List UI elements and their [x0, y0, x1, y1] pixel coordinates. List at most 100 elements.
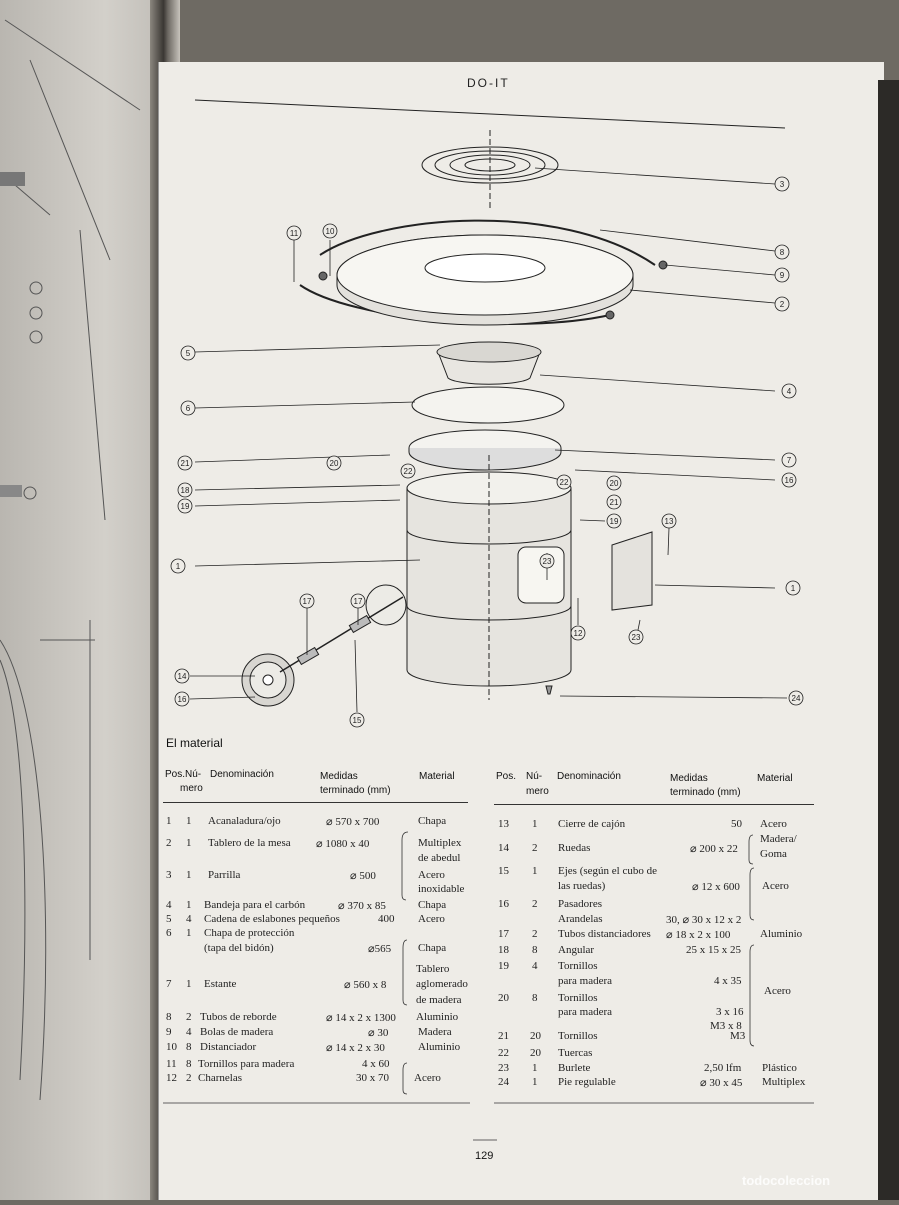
svg-text:8: 8: [780, 248, 785, 257]
svg-text:15: 15: [353, 716, 362, 725]
svg-text:3: 3: [780, 180, 785, 189]
watermark-logo: todocoleccion: [742, 1173, 831, 1188]
right-header-material: Material: [757, 773, 793, 784]
svg-text:21: 21: [181, 459, 190, 468]
adjustable-foot-part: [545, 685, 553, 695]
svg-text:22: 22: [560, 478, 569, 487]
callout-16b: [174, 691, 190, 707]
right-header-medidas2: terminado (mm): [670, 787, 741, 798]
left-header-medidas: Medidas: [320, 771, 358, 782]
table-top-part: [318, 234, 668, 326]
callout-19b: [606, 513, 622, 529]
svg-text:5: 5: [186, 349, 191, 358]
callout-18: [177, 482, 193, 498]
callout-16: [781, 472, 797, 488]
svg-text:4: 4: [787, 387, 792, 396]
callout-14: [174, 668, 190, 684]
grill-part: [421, 130, 559, 210]
callout-4: [781, 383, 797, 399]
callout-19a: [177, 498, 193, 514]
svg-text:16: 16: [178, 695, 187, 704]
callout-17a: [299, 593, 315, 609]
callout-markers: [170, 176, 804, 728]
callout-21b: [606, 494, 622, 510]
svg-text:11: 11: [290, 229, 299, 238]
materials-section-title: El material: [166, 736, 223, 750]
svg-text:10: 10: [326, 227, 335, 236]
callout-7: [781, 452, 797, 468]
leader-lines: [189, 167, 788, 713]
callout-22a: [400, 463, 416, 479]
wheel-part: [241, 584, 407, 707]
svg-text:16: 16: [785, 476, 794, 485]
right-header-medidas: Medidas: [670, 773, 708, 784]
callout-2: [774, 296, 790, 312]
callout-21a: [177, 455, 193, 471]
page-number: 129: [475, 1150, 494, 1162]
callout-20a: [326, 455, 342, 471]
callout-1a: [170, 558, 186, 574]
callout-5: [180, 345, 196, 361]
callout-labels: 3 8 9 2 11 10 5 4 6 7 16 20 22 21 18 19 …: [176, 180, 801, 725]
right-header-num2: mero: [526, 786, 549, 797]
svg-text:22: 22: [404, 467, 413, 476]
svg-text:2: 2: [780, 300, 785, 309]
left-header-denominacion: Denominación: [210, 769, 274, 780]
svg-text:20: 20: [330, 459, 339, 468]
svg-text:12: 12: [574, 629, 583, 638]
svg-text:9: 9: [780, 271, 785, 280]
svg-text:17: 17: [303, 597, 312, 606]
protection-disc-part: [411, 386, 565, 424]
right-header-num: Nú-: [526, 771, 543, 782]
callout-8: [774, 244, 790, 260]
svg-text:1: 1: [791, 584, 796, 593]
svg-text:19: 19: [610, 517, 619, 526]
svg-text:23: 23: [632, 633, 641, 642]
previous-page-drawing: [0, 19, 141, 1101]
callout-3: [774, 176, 790, 192]
svg-text:7: 7: [787, 456, 792, 465]
right-header-rule: [494, 804, 814, 805]
svg-text:21: 21: [610, 498, 619, 507]
left-header-num2: mero: [180, 783, 203, 794]
previous-page: [0, 0, 175, 1200]
left-header-num: Nú-: [185, 769, 202, 780]
svg-text:24: 24: [792, 694, 801, 703]
left-header-medidas2: terminado (mm): [320, 785, 391, 796]
svg-text:18: 18: [181, 486, 190, 495]
callout-24: [788, 690, 804, 706]
left-header-pos: Pos.: [165, 769, 186, 780]
svg-text:23: 23: [543, 557, 552, 566]
right-header-pos: Pos.: [496, 771, 517, 782]
callout-22b: [556, 474, 572, 490]
callout-9: [774, 267, 790, 283]
right-header-denominacion: Denominación: [557, 771, 621, 782]
svg-text:20: 20: [610, 479, 619, 488]
callout-20b: [606, 475, 622, 491]
book-cover-edge: [878, 80, 899, 1200]
left-header-rule: [163, 802, 468, 803]
callout-13: [661, 513, 677, 529]
callout-23a: [539, 553, 555, 569]
callout-15: [349, 712, 365, 728]
callout-23b: [628, 629, 644, 645]
svg-text:19: 19: [181, 502, 190, 511]
svg-text:14: 14: [178, 672, 187, 681]
callout-6: [180, 400, 196, 416]
callout-10: [322, 223, 338, 239]
drawer-door-part: [611, 531, 653, 611]
charcoal-tray-part: [436, 341, 542, 385]
svg-text:6: 6: [186, 404, 191, 413]
svg-text:17: 17: [354, 597, 363, 606]
drum-body-part: [406, 455, 572, 700]
svg-text:1: 1: [176, 562, 181, 571]
svg-text:13: 13: [665, 517, 674, 526]
callout-12: [570, 625, 586, 641]
left-header-material: Material: [419, 771, 455, 782]
callout-11: [286, 225, 302, 241]
shelf-part: [408, 429, 562, 471]
header-rule: [194, 99, 786, 129]
callout-1b: [785, 580, 801, 596]
running-header: DO-IT: [467, 76, 510, 90]
